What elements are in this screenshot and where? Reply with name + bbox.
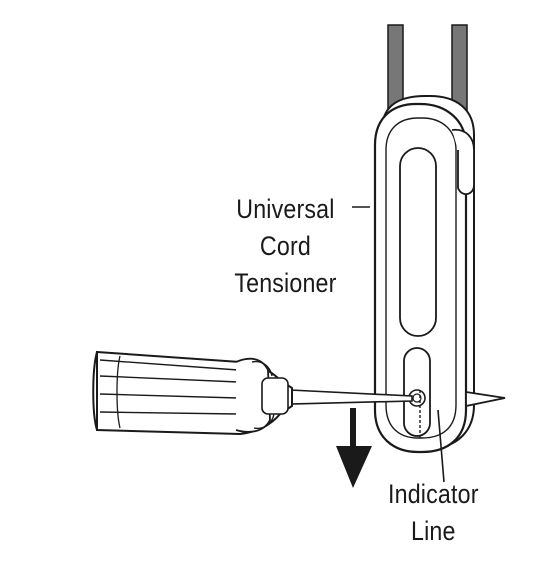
- label-line: Cord: [259, 231, 311, 261]
- label-line: Tensioner: [234, 268, 337, 298]
- universal-cord-tensioner-label: Universal Cord Tensioner: [234, 191, 336, 302]
- indicator-leader-line: [437, 409, 445, 483]
- down-arrow-icon: [336, 408, 372, 488]
- screwdriver: [92, 350, 413, 436]
- label-line: Line: [411, 516, 456, 546]
- label-line: Universal: [236, 194, 335, 224]
- indicator-line-label: Indicator Line: [388, 476, 479, 550]
- universal-cord-tensioner: [373, 95, 506, 454]
- label-line: Indicator: [388, 479, 479, 509]
